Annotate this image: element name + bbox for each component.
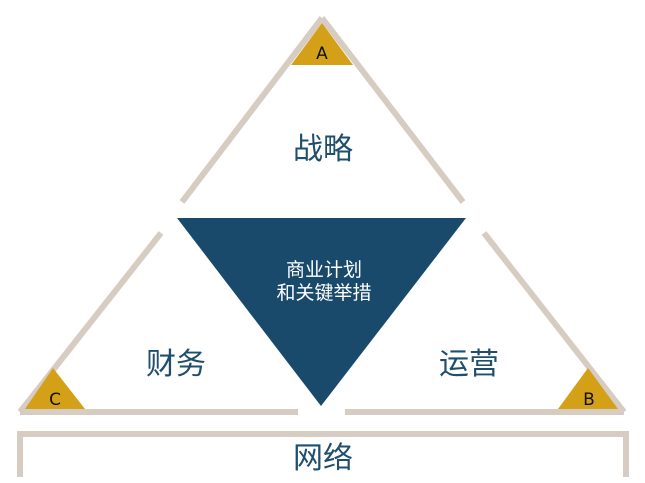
frame-right-edge bbox=[481, 231, 627, 414]
network-bracket bbox=[17, 431, 629, 477]
section-label-strategy: 战略 bbox=[293, 132, 353, 167]
corner-label-left: C bbox=[49, 390, 61, 410]
frame-left-edge bbox=[17, 231, 164, 414]
center-label-line2: 和关键举措 bbox=[276, 282, 371, 304]
frame-top-left-edge bbox=[179, 16, 325, 204]
corner-triangle-left bbox=[25, 368, 85, 409]
center-inverted-triangle bbox=[177, 218, 466, 406]
section-label-network: 网络 bbox=[293, 441, 353, 476]
corner-triangle-right bbox=[558, 368, 618, 409]
center-label-line1: 商业计划 bbox=[286, 259, 362, 281]
section-label-finance: 财务 bbox=[146, 347, 206, 382]
corner-triangle-top bbox=[291, 23, 353, 65]
corner-label-right: B bbox=[583, 390, 595, 410]
corner-label-top: A bbox=[316, 44, 328, 64]
outer-triangle-frame bbox=[17, 16, 627, 415]
section-label-operations: 运营 bbox=[439, 347, 499, 382]
frame-top-right-edge bbox=[319, 16, 466, 204]
